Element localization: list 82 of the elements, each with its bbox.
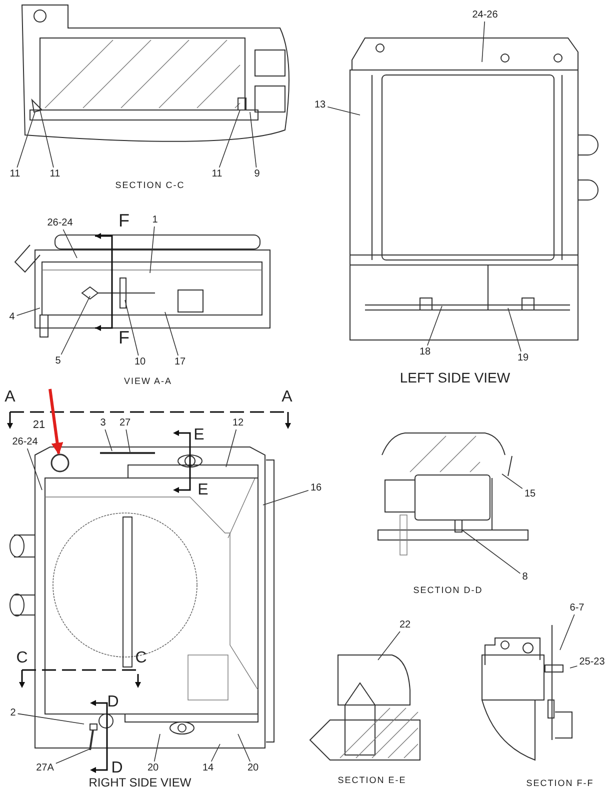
leader-line: [40, 110, 54, 168]
section-letter: E: [198, 482, 208, 498]
leader-line: [126, 429, 130, 452]
section-letter: A: [282, 388, 292, 406]
section-e-e-drawing: [309, 654, 420, 760]
section-title: SECTION E-E: [338, 775, 406, 785]
callout-number: 8: [521, 572, 529, 582]
section-letter: E: [194, 426, 204, 444]
view-title: VIEW A-A: [124, 376, 172, 386]
callout-number: 16: [309, 482, 323, 494]
callout-number: 10: [133, 356, 147, 368]
leader-line: [154, 734, 160, 762]
leader-line: [16, 112, 36, 168]
leader-line: [16, 308, 40, 316]
callout-number: 19: [516, 352, 530, 364]
callout-number: 11: [48, 168, 62, 180]
leader-line: [17, 713, 84, 724]
callout-number: 26-24: [46, 218, 74, 228]
leader-line: [462, 530, 521, 574]
callout-number: 3: [99, 418, 107, 428]
section-title: SECTION F-F: [526, 778, 594, 788]
view-title: LEFT SIDE VIEW: [400, 370, 510, 386]
leader-line: [104, 429, 112, 452]
view-title: RIGHT SIDE VIEW: [88, 776, 192, 790]
section-title: SECTION D-D: [413, 585, 483, 595]
section-letter: C: [135, 650, 147, 666]
leader-line: [570, 666, 578, 668]
leader-line: [56, 748, 92, 764]
callout-number: 17: [173, 356, 187, 368]
section-letter: A: [4, 388, 16, 406]
leader-line: [378, 631, 400, 660]
left-side-view-drawing: [350, 38, 598, 340]
callout-number: 15: [523, 488, 537, 500]
callout-number: 24-26: [471, 10, 499, 20]
callout-number: 11: [210, 168, 224, 180]
callout-number: 14: [201, 762, 215, 774]
section-letter: D: [111, 760, 123, 776]
leader-line: [226, 429, 237, 468]
leader-line: [482, 21, 485, 62]
leader-line: [427, 306, 442, 346]
callout-number: 13: [313, 100, 327, 110]
callout-number: 2: [9, 708, 17, 718]
leader-line: [262, 490, 309, 506]
pointer-arrow: [48, 388, 64, 455]
callout-number: 5: [54, 356, 62, 366]
leader-line: [250, 112, 257, 168]
leader-line: [150, 226, 155, 274]
section-letter: F: [118, 212, 130, 230]
leader-line: [60, 296, 90, 355]
section-letter: D: [107, 694, 119, 710]
callout-number: 20: [246, 762, 260, 774]
leader-line: [218, 110, 240, 168]
leader-line: [164, 312, 178, 356]
leader-line: [238, 734, 250, 762]
callout-number: 12: [231, 418, 245, 428]
callout-number: 20: [146, 762, 160, 774]
filler-cap: [50, 454, 70, 472]
callout-number: 25-23: [578, 656, 606, 668]
right-side-view-drawing: [10, 446, 274, 750]
leader-line: [210, 744, 220, 762]
callout-number: 21: [32, 419, 46, 431]
leader-line: [508, 308, 522, 352]
section-letter: C: [16, 650, 28, 666]
leader-line: [26, 448, 42, 490]
section-f-f-drawing: [482, 624, 572, 760]
callout-number: 9: [253, 168, 261, 180]
callout-number: 27A: [35, 762, 55, 774]
callout-number: 26-24: [11, 436, 39, 448]
callout-number: 18: [418, 346, 432, 358]
section-letter: F: [118, 328, 130, 348]
callout-number: 1: [151, 214, 159, 226]
callout-number: 22: [398, 620, 412, 630]
leader-line: [327, 106, 360, 116]
leader-line: [502, 474, 523, 489]
callout-number: 6-7: [568, 602, 586, 614]
section-title: SECTION C-C: [115, 180, 185, 190]
leader-line: [560, 614, 575, 650]
callout-number: 11: [8, 168, 22, 180]
callout-number: 27: [118, 418, 132, 428]
callout-number: 4: [8, 312, 16, 322]
leader-line: [124, 300, 139, 356]
section-c-c-drawing: [22, 4, 290, 142]
